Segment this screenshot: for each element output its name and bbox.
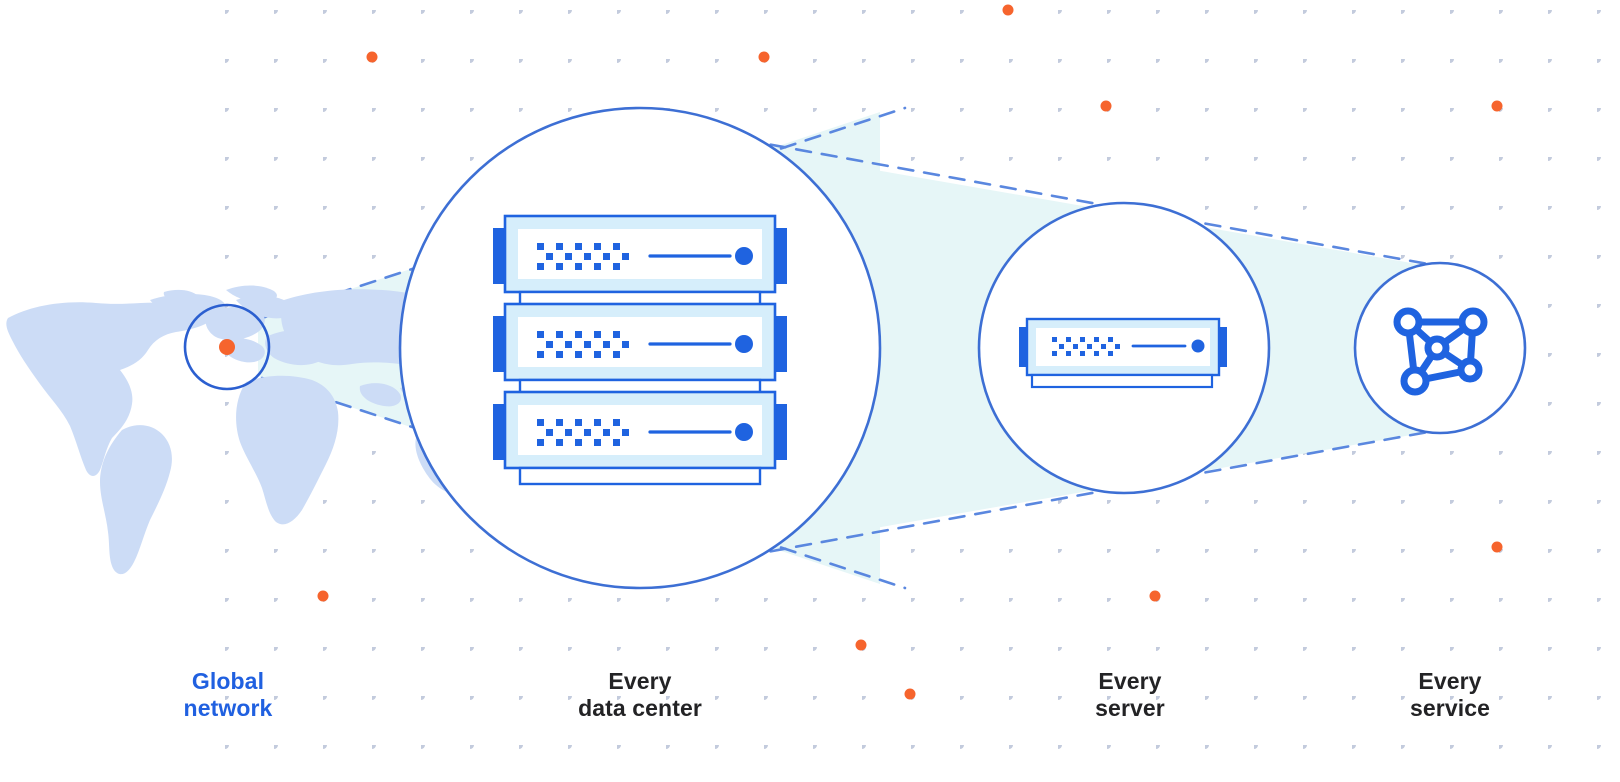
status-led-icon	[735, 423, 753, 441]
network-nodes-icon	[1393, 307, 1488, 396]
status-led-icon	[1191, 339, 1205, 353]
map-highlight-circle	[183, 303, 271, 391]
status-led-icon	[735, 335, 753, 353]
server-unit	[493, 214, 787, 310]
status-led-icon	[735, 247, 753, 265]
cone-dash-top-right	[743, 138, 1452, 270]
map-location-marker-icon	[219, 339, 235, 355]
vent-pattern	[537, 331, 629, 358]
orange-accent-dots	[317, 4, 1503, 700]
cone-dash-bottom-right	[743, 426, 1452, 558]
server-rack-icon	[493, 214, 787, 486]
vent-pattern	[1052, 337, 1120, 356]
vent-pattern	[537, 243, 629, 270]
server-unit	[493, 302, 787, 398]
server-unit	[493, 390, 787, 486]
server-unit-icon	[1019, 317, 1227, 389]
vent-pattern	[537, 419, 629, 446]
